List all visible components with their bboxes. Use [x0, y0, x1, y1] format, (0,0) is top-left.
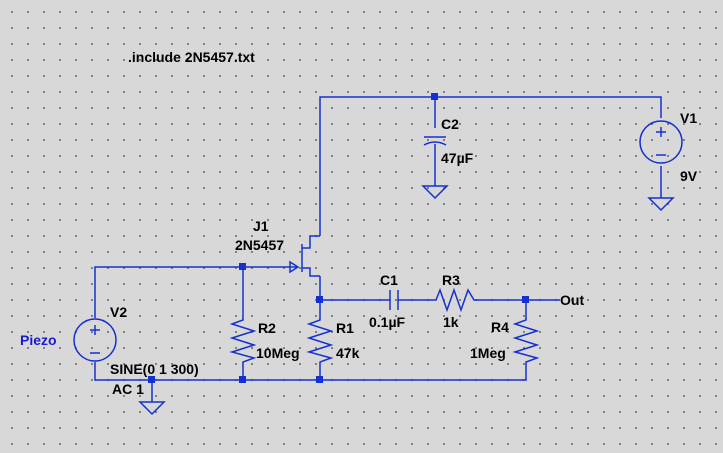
v2-ac-value: AC 1	[112, 381, 144, 397]
wires	[94, 96, 662, 402]
spice-directive[interactable]: .include 2N5457.txt	[128, 49, 255, 65]
wire-gate	[94, 266, 298, 318]
r4-value: 1Meg	[470, 345, 506, 361]
ground-symbol[interactable]	[647, 197, 675, 212]
net-label-out[interactable]: Out	[560, 292, 584, 308]
ground-symbol[interactable]	[421, 185, 449, 200]
c1-name: C1	[380, 272, 398, 288]
wire-ground-bus	[94, 362, 527, 381]
r2-value: 10Meg	[256, 345, 300, 361]
c2-value: 47µF	[441, 150, 474, 166]
junctions	[148, 93, 529, 383]
junction-node	[522, 296, 529, 303]
r1-value: 47k	[336, 345, 360, 361]
v1-voltage-source[interactable]	[639, 120, 683, 164]
j1-name: J1	[253, 218, 269, 234]
r2-name: R2	[258, 320, 276, 336]
jfet-source-lead	[302, 267, 320, 277]
v1-name: V1	[680, 110, 697, 126]
voltage-source-icon	[73, 318, 117, 362]
junction-node	[431, 93, 438, 100]
j1-jfet[interactable]	[289, 235, 320, 277]
jfet-gate-arrow-icon	[289, 260, 300, 274]
r3-resistor[interactable]	[430, 287, 478, 313]
j1-value: 2N5457	[235, 237, 284, 253]
junction-node	[316, 376, 323, 383]
v2-name: V2	[110, 304, 127, 320]
r3-name: R3	[442, 272, 460, 288]
v2-voltage-source[interactable]	[73, 318, 117, 362]
c1-capacitor[interactable]	[389, 290, 399, 310]
capacitor-plate-curved-icon	[423, 141, 447, 146]
c2-capacitor[interactable]	[423, 136, 447, 146]
r3-value: 1k	[443, 314, 459, 330]
net-label-piezo[interactable]: Piezo	[20, 332, 57, 348]
r4-name: R4	[491, 319, 509, 335]
junction-node	[239, 376, 246, 383]
r1-resistor[interactable]	[306, 314, 334, 366]
c1-value: 0.1µF	[369, 314, 406, 330]
junction-node	[316, 296, 323, 303]
junction-node	[148, 376, 155, 383]
jfet-drain-lead	[302, 235, 320, 249]
junction-node	[239, 263, 246, 270]
v1-value: 9V	[680, 168, 698, 184]
v2-value: SINE(0 1 300)	[110, 361, 199, 377]
r1-name: R1	[336, 320, 354, 336]
ground-symbol[interactable]	[138, 401, 166, 416]
wire-supply-rail	[319, 96, 662, 236]
c2-name: C2	[441, 116, 459, 132]
r2-resistor[interactable]	[229, 314, 257, 366]
voltage-source-icon	[639, 120, 683, 164]
r4-resistor[interactable]	[512, 314, 540, 366]
